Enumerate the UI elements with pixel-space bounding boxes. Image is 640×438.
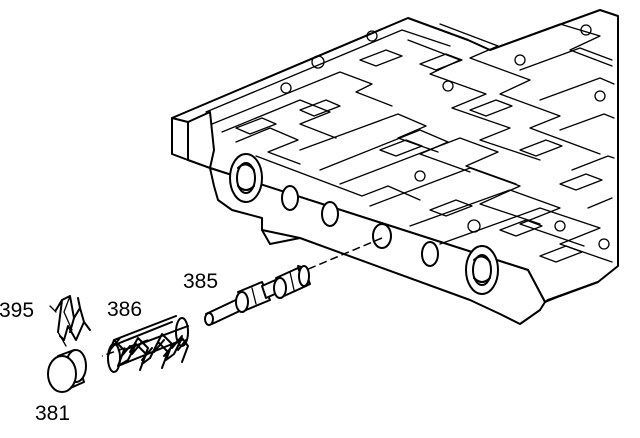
callout-381: 381 xyxy=(35,402,70,425)
spring-386 xyxy=(107,315,189,373)
bore-plug-381 xyxy=(47,349,87,393)
leader-395 xyxy=(49,305,57,313)
valve-385 xyxy=(204,265,311,326)
valve-body-bores xyxy=(229,153,499,295)
valve-body-end-tab xyxy=(171,117,189,161)
valve-body-channels xyxy=(205,23,615,263)
callout-386: 386 xyxy=(107,298,142,321)
callout-395: 395 xyxy=(0,299,34,322)
target-bore xyxy=(372,223,392,249)
callout-385: 385 xyxy=(183,270,218,293)
valve-body xyxy=(171,9,619,325)
retainer-clip-395 xyxy=(55,295,91,347)
